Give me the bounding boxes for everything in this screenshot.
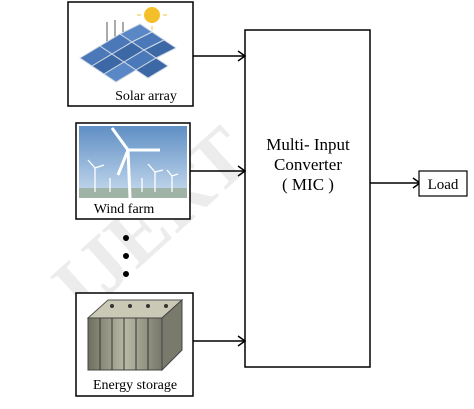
solar-panel-icon bbox=[79, 7, 177, 83]
converter-block: Multi- Input Converter ( MIC ) bbox=[244, 29, 371, 368]
battery-pack-icon bbox=[86, 298, 184, 372]
solar-to-converter-arrow bbox=[193, 50, 247, 62]
storage-to-converter-arrow bbox=[193, 335, 247, 347]
solar-array-label: Solar array bbox=[115, 89, 177, 104]
load-label: Load bbox=[428, 177, 459, 193]
wind-turbine-icon bbox=[79, 126, 187, 199]
converter-title-line3: ( MIC ) bbox=[282, 175, 334, 194]
wind-to-converter-arrow bbox=[190, 165, 247, 177]
wind-farm-label: Wind farm bbox=[94, 202, 155, 217]
converter-title-line2: Converter bbox=[274, 155, 342, 174]
solar-array-node: Solar array bbox=[67, 1, 194, 107]
load-node: Load bbox=[418, 170, 468, 197]
energy-storage-label: Energy storage bbox=[93, 378, 177, 393]
ellipsis-dots bbox=[123, 235, 129, 277]
converter-to-load-arrow bbox=[370, 177, 422, 189]
wind-farm-node: Wind farm bbox=[75, 122, 191, 220]
converter-title-line1: Multi- Input bbox=[266, 135, 350, 154]
energy-storage-node: Energy storage bbox=[75, 292, 194, 397]
